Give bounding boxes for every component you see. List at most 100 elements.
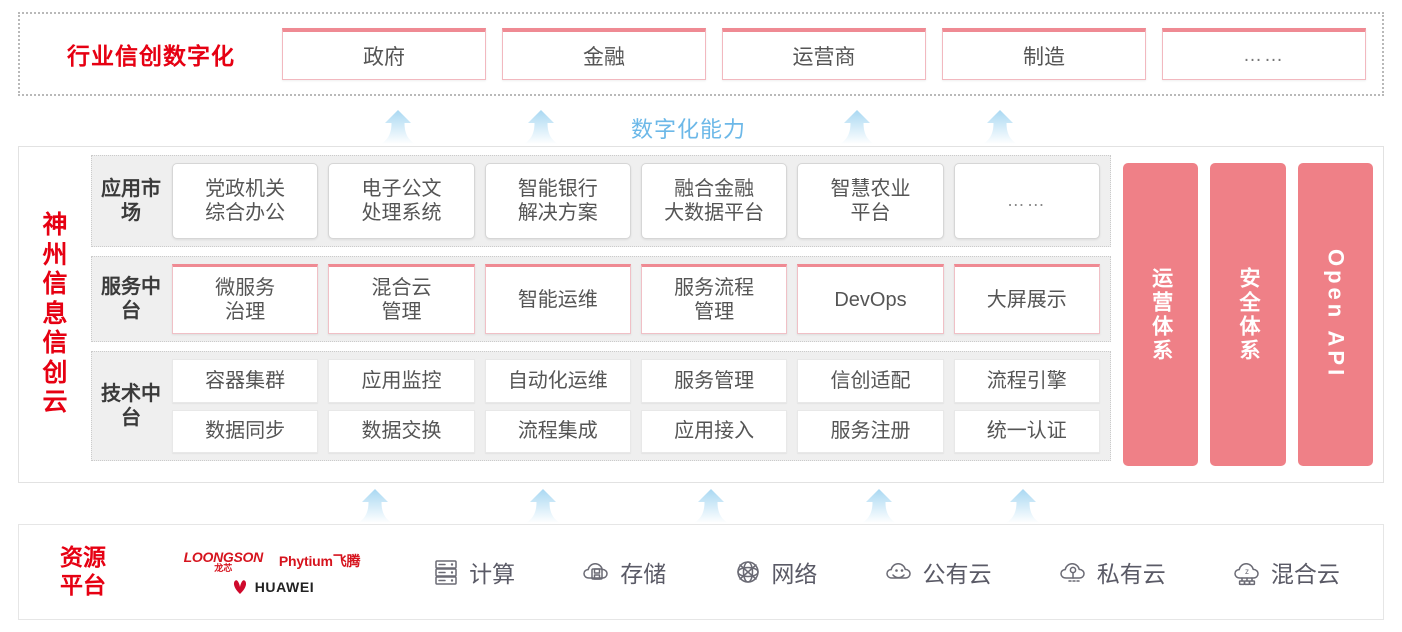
cloud-storage-icon [583, 563, 608, 580]
cloud-panel-body: 应用市场 党政机关综合办公电子公文处理系统智能银行解决方案融合金融大数据平台智慧… [91, 147, 1383, 482]
tech-row-1: 容器集群应用监控自动化运维服务管理信创适配流程引擎 [172, 359, 1100, 403]
vendor-row-bottom: HUAWEI [230, 579, 315, 595]
resource-item-3[interactable]: 网络 [732, 555, 817, 589]
tech-platform-cell-r1-1[interactable]: 容器集群 [172, 359, 319, 403]
huawei-logo-text: HUAWEI [254, 578, 315, 595]
pillar-list: 运营体系 安全体系 Open API [1121, 155, 1373, 474]
service-platform-cell-3[interactable]: 智能运维 [484, 264, 631, 334]
up-arrow-icon [983, 110, 1017, 144]
resource-item-label: 公有云 [922, 561, 992, 587]
cloud-title-char-7: 云 [42, 388, 68, 417]
up-arrow-icon [694, 489, 728, 523]
huawei-flower-icon [233, 579, 246, 594]
industry-box-5[interactable]: …… [1162, 28, 1366, 80]
capability-arrow-2 [518, 110, 564, 144]
resource-item-5[interactable]: 私有云 [1058, 555, 1166, 589]
layer-app-market-items: 党政机关综合办公电子公文处理系统智能银行解决方案融合金融大数据平台智慧农业平台…… [172, 163, 1100, 239]
up-arrow-icon [358, 489, 392, 523]
resource-arrow-4 [856, 489, 902, 523]
tech-platform-cell-r1-6[interactable]: 流程引擎 [953, 359, 1100, 403]
resource-title-line-2: 平台 [60, 572, 106, 598]
industry-box-4[interactable]: 制造 [942, 28, 1146, 80]
app-market-cell-2[interactable]: 电子公文处理系统 [328, 163, 475, 239]
app-market-cell-5[interactable]: 智慧农业平台 [797, 163, 944, 239]
tech-row-2: 数据同步数据交换流程集成应用接入服务注册统一认证 [172, 409, 1100, 453]
industry-box-2[interactable]: 金融 [502, 28, 706, 80]
resource-arrow-2 [520, 489, 566, 523]
vendor-row-top: LOONGSON 龙芯 Phytium飞腾 [184, 550, 361, 573]
resource-panel-title: 资源平台 [19, 544, 147, 599]
private-cloud-icon [1059, 563, 1085, 582]
resource-item-label: 私有云 [1096, 561, 1166, 587]
cloud-title-char-2: 州 [42, 240, 68, 269]
service-platform-cell-2[interactable]: 混合云管理 [328, 264, 475, 334]
cloud-title-char-4: 息 [42, 299, 68, 328]
pillar-label: Open API [1323, 249, 1349, 380]
app-market-cell-3[interactable]: 智能银行解决方案 [484, 163, 631, 239]
resource-title-line-1: 资源 [60, 544, 106, 571]
pillar-3[interactable]: Open API [1297, 163, 1373, 466]
server-icon [435, 560, 457, 585]
app-market-cell-4[interactable]: 融合金融大数据平台 [640, 163, 788, 239]
tech-platform-cell-r2-6[interactable]: 统一认证 [953, 409, 1100, 453]
pillar-label: 安全体系 [1237, 266, 1260, 363]
resource-arrow-5 [1000, 489, 1046, 523]
loongson-logo-cn: 龙芯 [214, 562, 233, 573]
tech-platform-cell-r2-4[interactable]: 应用接入 [640, 409, 788, 453]
tech-platform-cell-r1-2[interactable]: 应用监控 [328, 359, 475, 403]
pillar-2[interactable]: 安全体系 [1210, 163, 1286, 466]
tech-platform-cell-r1-3[interactable]: 自动化运维 [484, 359, 631, 403]
industry-box-label: 制造 [1023, 45, 1065, 69]
resource-arrow-3 [688, 489, 734, 523]
resource-item-1[interactable]: 计算 [430, 555, 515, 589]
layer-tech-platform-label: 技术中台 [101, 383, 161, 429]
tech-platform-cell-r1-4[interactable]: 服务管理 [640, 359, 788, 403]
service-platform-cell-5[interactable]: DevOps [797, 264, 944, 334]
resource-arrow-row [0, 487, 1402, 523]
tech-platform-cell-r2-1[interactable]: 数据同步 [172, 409, 319, 453]
tech-platform-cell-r2-5[interactable]: 服务注册 [797, 409, 944, 453]
cloud-panel-title: 神州信息信创云 [19, 147, 91, 482]
up-arrow-icon [840, 110, 874, 144]
cloud-title-char-6: 创 [42, 358, 68, 387]
capability-arrow-3 [834, 110, 880, 144]
layer-tech-platform: 技术中台 容器集群应用监控自动化运维服务管理信创适配流程引擎 数据同步数据交换流… [91, 351, 1111, 461]
app-market-cell-6[interactable]: …… [953, 163, 1100, 239]
tech-platform-cell-r2-3[interactable]: 流程集成 [484, 409, 631, 453]
resource-item-4[interactable]: 公有云 [884, 555, 992, 589]
hybrid-cloud-icon: z [1234, 563, 1259, 586]
pillar-1[interactable]: 运营体系 [1123, 163, 1199, 466]
resource-item-label: 混合云 [1270, 561, 1340, 587]
resource-item-label: 计算 [469, 561, 516, 587]
industry-box-list: 政府金融 运营商 制造 …… [282, 28, 1382, 80]
public-cloud-icon [885, 563, 911, 579]
tech-platform-cell-r2-2[interactable]: 数据交换 [328, 409, 475, 453]
industry-box-1[interactable]: 政府 [282, 28, 486, 80]
resource-item-6[interactable]: z 混合云 [1232, 555, 1340, 589]
up-arrow-icon [526, 489, 560, 523]
resource-item-label: 存储 [620, 561, 667, 587]
tech-platform-cell-r1-5[interactable]: 信创适配 [797, 359, 944, 403]
service-platform-cell-4[interactable]: 服务流程管理 [640, 264, 788, 334]
capability-arrow-row: 数字化能力 [0, 104, 1402, 144]
up-arrow-icon [524, 110, 558, 144]
cloud-panel: 神州信息信创云 应用市场 党政机关综合办公电子公文处理系统智能银行解决方案融合金… [18, 146, 1384, 483]
loongson-logo-en: LOONGSON [183, 548, 264, 565]
service-platform-cell-6[interactable]: 大屏展示 [953, 264, 1100, 334]
resource-arrow-1 [352, 489, 398, 523]
service-platform-cell-1[interactable]: 微服务治理 [172, 264, 319, 334]
resource-item-2[interactable]: 存储 [581, 555, 666, 589]
resource-item-list: 计算 存储 网络 公有云 私有云 z 混合云 [397, 555, 1383, 589]
industry-box-label: 运营商 [792, 45, 856, 69]
industry-band: 行业信创数字化 政府金融运营商制造…… [18, 12, 1384, 96]
capability-label: 数字化能力 [631, 117, 747, 142]
capability-arrow-1 [375, 110, 421, 144]
layer-service-platform-label: 服务中台 [101, 276, 161, 322]
cloud-title-char-3: 信 [42, 270, 68, 299]
huawei-logo: HUAWEI [230, 579, 315, 595]
app-market-cell-1[interactable]: 党政机关综合办公 [172, 163, 319, 239]
industry-box-3[interactable]: 运营商 [722, 28, 926, 80]
up-arrow-icon [862, 489, 896, 523]
capability-arrow-4 [977, 110, 1023, 144]
